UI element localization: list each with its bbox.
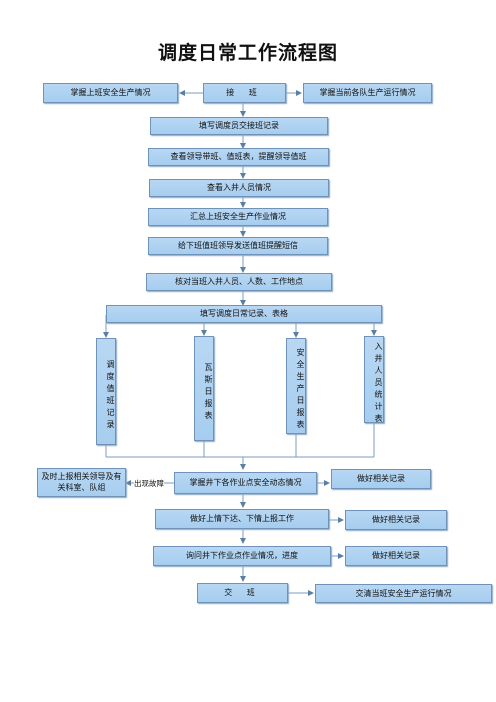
monitor-box: 掌握井下各作业点安全动态情况 (174, 472, 317, 494)
step3-box: 查看入井人员情况 (149, 179, 329, 197)
fault-label: 出现故障 (134, 478, 164, 489)
left-top-box: 掌握上班安全生产情况 (43, 83, 178, 103)
step5-box: 给下班值班领导发送值班提醒短信 (148, 237, 328, 255)
col3-box: 安全生产日报表 (286, 338, 306, 434)
handover-out-box: 交 班 (197, 583, 288, 603)
handover-in-box: 接 班 (203, 83, 286, 103)
step2-box: 查看领导带班、值班表，提醒领导值班 (148, 148, 329, 166)
step4-box: 汇总上班安全生产作业情况 (148, 208, 328, 226)
step1-box: 填写调度员交接班记录 (150, 117, 328, 135)
record1-box: 做好相关记录 (331, 469, 431, 489)
inquire-box: 询问井下作业点作业情况，进度 (153, 546, 331, 566)
handover-note-box: 交清当班安全生产运行情况 (315, 584, 492, 603)
right-top-box: 掌握当前各队生产运行情况 (303, 83, 432, 103)
record2-box: 做好相关记录 (345, 510, 447, 530)
page-title: 调度日常工作流程图 (157, 42, 338, 64)
col1-box: 调度值班记录 (96, 338, 116, 445)
step6-box: 核对当班入井人员、人数、工作地点 (146, 273, 332, 291)
report-up-box: 及时上报相关领导及有关科室、队组 (37, 468, 126, 497)
col2-box: 瓦斯日报表 (194, 336, 214, 441)
col4-box: 入井人员统计表 (364, 336, 384, 426)
record3-box: 做好相关记录 (345, 546, 447, 566)
step7-box: 填写调度日常记录、表格 (106, 305, 382, 323)
relay-box: 做好上情下达、下情上报工作 (155, 509, 329, 529)
